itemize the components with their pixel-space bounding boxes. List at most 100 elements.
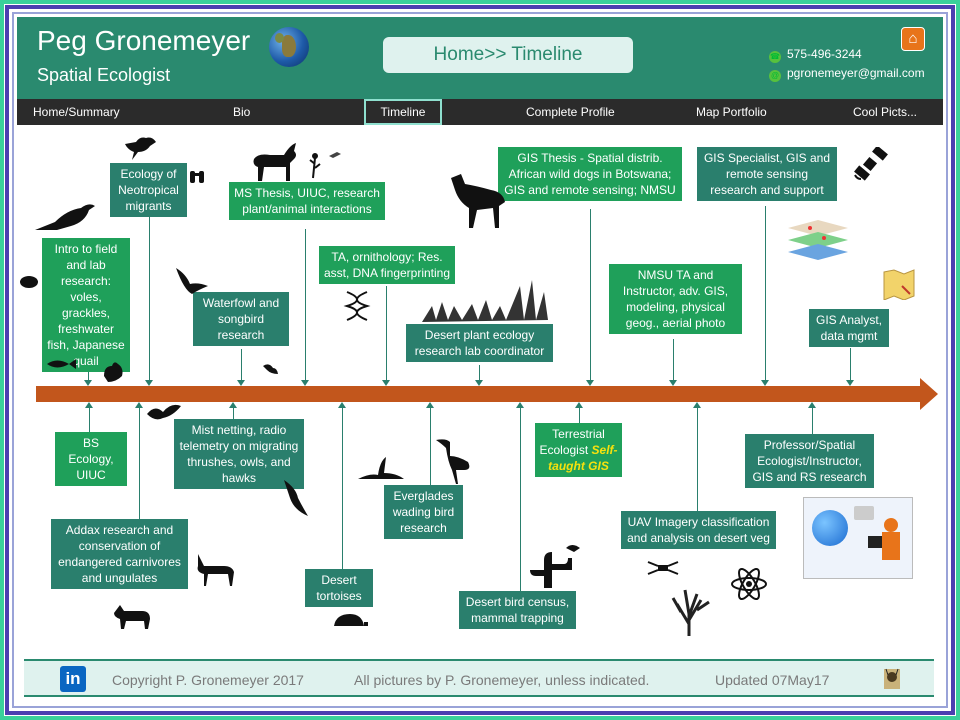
footer: in Copyright P. Gronemeyer 2017 All pict… xyxy=(24,659,934,697)
connector-line xyxy=(241,349,242,381)
home-button[interactable]: ⌂ xyxy=(901,27,925,51)
tortoise-silhouette xyxy=(334,614,368,626)
map-icon xyxy=(883,269,915,300)
connector-line xyxy=(139,407,140,519)
self-taught-gis-highlight: Self-taught GIS xyxy=(548,443,618,473)
connector-tip xyxy=(475,380,483,386)
event-desert-bird-census: Desert bird census, mammal trapping xyxy=(459,591,576,629)
nav-bio[interactable]: Bio xyxy=(233,105,251,119)
site-subtitle: Spatial Ecologist xyxy=(37,65,171,85)
event-desert-plant-lab: Desert plant ecology research lab coordi… xyxy=(406,324,553,362)
connector-tip xyxy=(586,380,594,386)
connector-tip xyxy=(808,402,816,408)
event-mist-netting: Mist netting, radio telemetry on migrati… xyxy=(174,419,304,489)
timeline-axis xyxy=(36,386,922,402)
gis-layers-icon xyxy=(788,220,848,260)
connector-line xyxy=(305,229,306,381)
connector-tip xyxy=(301,380,309,386)
linkedin-icon[interactable]: in xyxy=(60,666,86,692)
satellite-icon xyxy=(854,147,888,181)
phone-contact[interactable]: ☎ 575-496-3244 xyxy=(769,47,862,63)
vole-silhouette xyxy=(20,276,38,288)
event-neotropical-migrants: Ecology of Neotropical migrants xyxy=(110,163,187,217)
event-desert-tortoises: Desert tortoises xyxy=(305,569,373,607)
connector-tip xyxy=(669,380,677,386)
addax-silhouette xyxy=(197,554,234,586)
connector-tip xyxy=(237,380,245,386)
header: Peg Gronemeyer Spatial Ecologist Home>> … xyxy=(17,17,943,99)
email-address: pgronemeyer@gmail.com xyxy=(787,66,925,80)
connector-line xyxy=(765,206,766,381)
cactus-bird-silhouette xyxy=(530,545,580,588)
event-gis-specialist: GIS Specialist, GIS and remote sensing r… xyxy=(697,147,837,201)
event-bs-ecology: BS Ecology, UIUC xyxy=(55,432,127,486)
nav-home-summary[interactable]: Home/Summary xyxy=(33,105,120,119)
timeline-arrowhead xyxy=(920,378,938,410)
fish-silhouette xyxy=(47,359,76,369)
owl-silhouette xyxy=(147,404,181,420)
nav-bar: Home/Summary Bio Timeline Complete Profi… xyxy=(17,99,943,125)
home-icon: ⌂ xyxy=(908,30,918,47)
connector-tip xyxy=(338,402,346,408)
pictures-credit: All pictures by P. Gronemeyer, unless in… xyxy=(354,672,650,688)
person-body-icon xyxy=(882,532,900,560)
connector-line xyxy=(479,365,480,381)
connector-line xyxy=(850,348,851,381)
quail-silhouette xyxy=(104,362,123,382)
event-ms-thesis: MS Thesis, UIUC, research plant/animal i… xyxy=(229,182,385,220)
songbird-silhouette xyxy=(263,364,278,374)
event-ta-ornithology: TA, ornithology; Res. asst, DNA fingerpr… xyxy=(319,246,455,284)
site-name: Peg Gronemeyer xyxy=(37,25,251,56)
connector-line xyxy=(697,407,698,511)
connector-tip xyxy=(145,380,153,386)
connector-line xyxy=(233,407,234,419)
event-gis-thesis: GIS Thesis - Spatial distrib. African wi… xyxy=(498,147,682,201)
connector-tip xyxy=(516,402,524,408)
heron-silhouette xyxy=(436,439,470,484)
copyright-text: Copyright P. Gronemeyer 2017 xyxy=(112,672,304,688)
inner-frame-line xyxy=(12,12,948,708)
breadcrumb: Home>> Timeline xyxy=(383,37,633,73)
dna-icon xyxy=(343,291,371,321)
phone-number: 575-496-3244 xyxy=(787,47,862,61)
connector-tip xyxy=(426,402,434,408)
elk-silhouette xyxy=(253,143,296,181)
globe-icon xyxy=(269,27,309,67)
laptop-icon xyxy=(868,536,882,548)
desert-shrub-silhouette xyxy=(422,280,548,322)
event-everglades: Everglades wading bird research xyxy=(384,485,463,539)
connector-line xyxy=(342,407,343,569)
event-intro-field-research: Intro to field and lab research: voles, … xyxy=(42,238,130,372)
event-terrestrial-ecologist-text: Terrestrial Ecologist xyxy=(539,427,605,457)
connector-tip xyxy=(84,380,92,386)
atom-icon xyxy=(731,567,767,601)
nav-map-portfolio[interactable]: Map Portfolio xyxy=(696,105,767,119)
desert-bush-silhouette xyxy=(671,589,710,636)
connector-tip xyxy=(575,402,583,408)
event-uav-imagery: UAV Imagery classification and analysis … xyxy=(621,511,776,549)
inner-frame xyxy=(5,5,955,715)
connector-tip xyxy=(135,402,143,408)
connector-line xyxy=(89,407,90,432)
earth-icon xyxy=(812,510,848,546)
connector-tip xyxy=(229,402,237,408)
connector-line xyxy=(579,407,580,423)
wild-dog-silhouette xyxy=(451,174,505,228)
nav-cool-picts[interactable]: Cool Picts... xyxy=(853,105,918,119)
phone-icon: ☎ xyxy=(769,51,781,63)
connector-line xyxy=(590,209,591,381)
connector-tip xyxy=(846,380,854,386)
bird-silhouette xyxy=(125,137,156,160)
wolf-silhouette xyxy=(114,605,150,629)
connector-line xyxy=(149,217,150,381)
email-contact[interactable]: @pgronemeyer@gmail.com xyxy=(769,66,925,82)
event-terrestrial-ecologist: Terrestrial Ecologist Self-taught GIS xyxy=(535,423,622,477)
nav-timeline[interactable]: Timeline xyxy=(364,99,442,125)
connector-line xyxy=(386,286,387,381)
connector-line xyxy=(520,407,521,591)
connector-tip xyxy=(693,402,701,408)
nav-complete-profile[interactable]: Complete Profile xyxy=(526,105,615,119)
camera-icon xyxy=(854,506,874,520)
person-head-icon xyxy=(884,518,898,532)
